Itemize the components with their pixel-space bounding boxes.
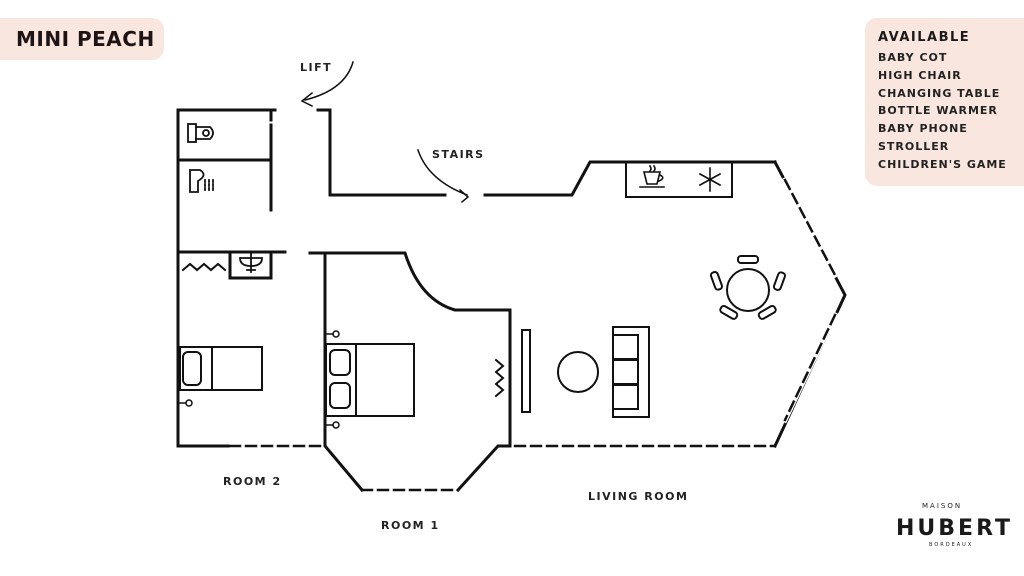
- lift-arrow: [304, 61, 354, 101]
- shower-icon: [189, 169, 214, 193]
- logo: HUBERT: [896, 516, 1014, 541]
- sink-icon: [239, 251, 263, 273]
- walls: [176, 108, 847, 493]
- stairs-label: STAIRS: [432, 148, 485, 161]
- bed-icon: [325, 343, 415, 417]
- lift-label: LIFT: [300, 61, 333, 74]
- window-walls: [228, 444, 777, 492]
- room-1-label: ROOM 1: [381, 519, 440, 532]
- coffee-icon: [639, 164, 665, 188]
- snowflake-icon: [698, 167, 722, 192]
- available-item: BOTTLE WARMER: [878, 104, 998, 118]
- bed-icon: [179, 346, 263, 391]
- room-2-label: ROOM 2: [223, 475, 282, 488]
- stairs-arrow: [417, 149, 468, 196]
- outlet-icon: [177, 330, 340, 429]
- logo-bottom-text: BORDEAUX: [929, 542, 974, 548]
- toilet-icon: [187, 123, 214, 143]
- available-item: CHANGING TABLE: [878, 86, 1001, 100]
- radiator-icon: [181, 262, 227, 272]
- sofa-icon: [612, 326, 650, 418]
- page-title: MINI PEACH: [16, 27, 155, 51]
- living-room-label: LIVING ROOM: [588, 490, 689, 503]
- coffee-table: [557, 351, 599, 393]
- available-panel: AVAILABLE BABY COT HIGH CHAIR CHANGING T…: [865, 18, 1024, 186]
- available-item: HIGH CHAIR: [878, 68, 962, 82]
- dining-table-icon: [709, 255, 786, 320]
- available-item: STROLLER: [878, 139, 950, 153]
- title-badge: MINI PEACH: [0, 18, 164, 60]
- available-heading: AVAILABLE: [878, 30, 971, 45]
- available-item: BABY PHONE: [878, 122, 968, 136]
- radiator-icon: [494, 358, 505, 398]
- kitchen-counter: [625, 161, 733, 198]
- available-item: CHILDREN'S GAME: [878, 157, 1007, 171]
- tv-unit: [521, 329, 531, 413]
- logo-top-text: MAISON: [922, 502, 963, 510]
- available-item: BABY COT: [878, 51, 948, 64]
